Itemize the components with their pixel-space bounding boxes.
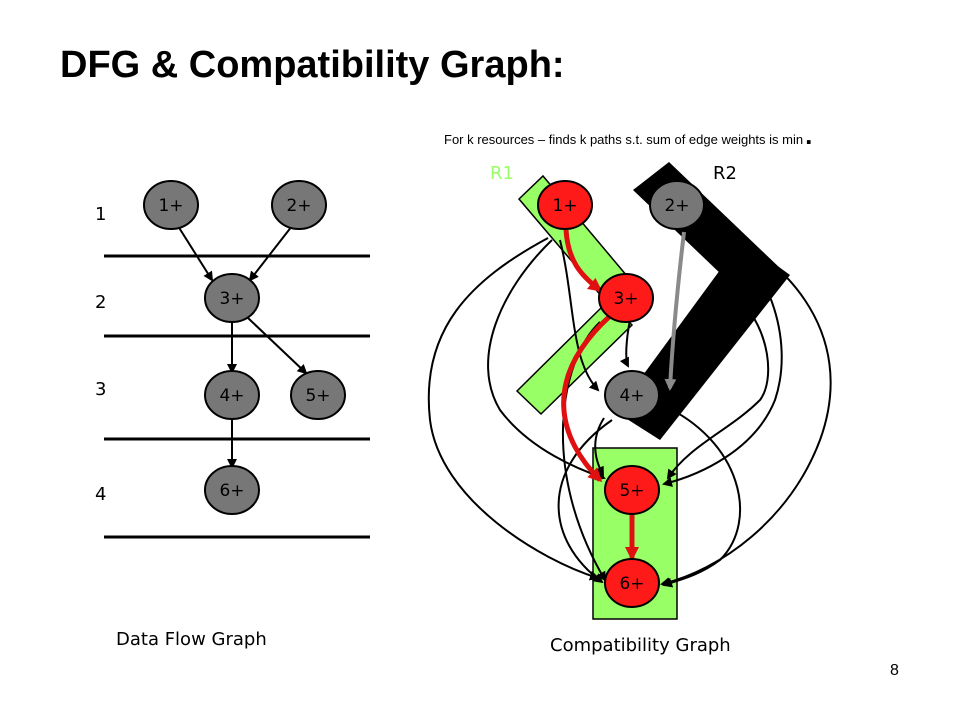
dfg-edges bbox=[177, 225, 308, 469]
step-label-4: 4 bbox=[95, 484, 107, 505]
dfg-node-3: 3+ bbox=[204, 273, 260, 323]
step-label-2: 2 bbox=[95, 292, 107, 313]
dfg-step-dividers bbox=[104, 254, 370, 539]
compat-edge-3-5-outer bbox=[666, 299, 770, 480]
compat-node-4: 4+ bbox=[604, 370, 660, 420]
dfg-node-5: 5+ bbox=[290, 370, 346, 420]
slide-title: DFG & Compatibility Graph: bbox=[60, 44, 565, 86]
compat-node-2: 2+ bbox=[649, 180, 705, 230]
dfg-node-1-label: 1+ bbox=[158, 196, 183, 216]
compat-edge-4-6-outer bbox=[661, 404, 742, 588]
algorithm-note-dot: . bbox=[805, 120, 813, 150]
r2-band-b bbox=[616, 240, 790, 440]
compat-edge-1-5 bbox=[487, 239, 606, 481]
dfg-node-5-label: 5+ bbox=[305, 386, 330, 406]
dfg-edge-1-3 bbox=[177, 225, 214, 282]
compat-node-3: 3+ bbox=[598, 273, 654, 323]
compat-caption: Compatibility Graph bbox=[550, 635, 731, 656]
dfg-node-4: 4+ bbox=[204, 370, 260, 420]
dfg-node-2-label: 2+ bbox=[286, 196, 311, 216]
compat-node-2-label: 2+ bbox=[664, 196, 689, 216]
dfg-node-6: 6+ bbox=[204, 465, 260, 515]
compat-node-1-label: 1+ bbox=[552, 196, 577, 216]
dfg-node-4-label: 4+ bbox=[219, 386, 244, 406]
compat-edge-1-4 bbox=[559, 239, 600, 392]
compat-node-3-label: 3+ bbox=[613, 289, 638, 309]
step-label-1: 1 bbox=[95, 204, 107, 225]
compat-node-6-label: 6+ bbox=[619, 574, 644, 594]
compat-edge-2-5 bbox=[662, 214, 783, 487]
r1-edge-1-3 bbox=[563, 229, 603, 292]
algorithm-note-text: For k resources – finds k paths s.t. sum… bbox=[444, 132, 804, 147]
page-number: 8 bbox=[890, 662, 899, 679]
compat-edge-1-6 bbox=[427, 237, 600, 581]
compat-node-6: 6+ bbox=[604, 558, 660, 608]
compat-node-5: 5+ bbox=[604, 465, 660, 515]
dfg-node-3-label: 3+ bbox=[219, 289, 244, 309]
dfg-edge-3-5 bbox=[247, 317, 308, 375]
dfg-node-6-label: 6+ bbox=[219, 481, 244, 501]
dfg-node-2: 2+ bbox=[271, 180, 327, 230]
r1-path-edges bbox=[561, 229, 639, 561]
compat-node-5-label: 5+ bbox=[619, 481, 644, 501]
algorithm-note: For k resources – finds k paths s.t. sum… bbox=[444, 122, 812, 148]
compat-node-1: 1+ bbox=[537, 180, 593, 230]
resource-label-r1: R1 bbox=[490, 163, 514, 184]
compat-edge-2-4-r2 bbox=[664, 231, 686, 391]
dfg-nodes: 1+ 2+ 3+ 4+ 5+ 6+ bbox=[143, 180, 346, 515]
dfg-caption: Data Flow Graph bbox=[116, 629, 267, 650]
resource-label-r2: R2 bbox=[713, 163, 737, 184]
dfg-edge-2-3 bbox=[248, 225, 293, 282]
compat-edge-3-4 bbox=[619, 319, 631, 368]
compat-edges bbox=[427, 214, 832, 588]
compat-node-4-label: 4+ bbox=[619, 386, 644, 406]
compat-edge-4-6 bbox=[557, 419, 613, 584]
step-label-3: 3 bbox=[95, 379, 107, 400]
dfg-node-1: 1+ bbox=[143, 180, 199, 230]
r1-edge-3-5 bbox=[561, 314, 612, 483]
compat-nodes: 1+ 2+ 3+ 4+ 5+ 6+ bbox=[537, 180, 705, 608]
